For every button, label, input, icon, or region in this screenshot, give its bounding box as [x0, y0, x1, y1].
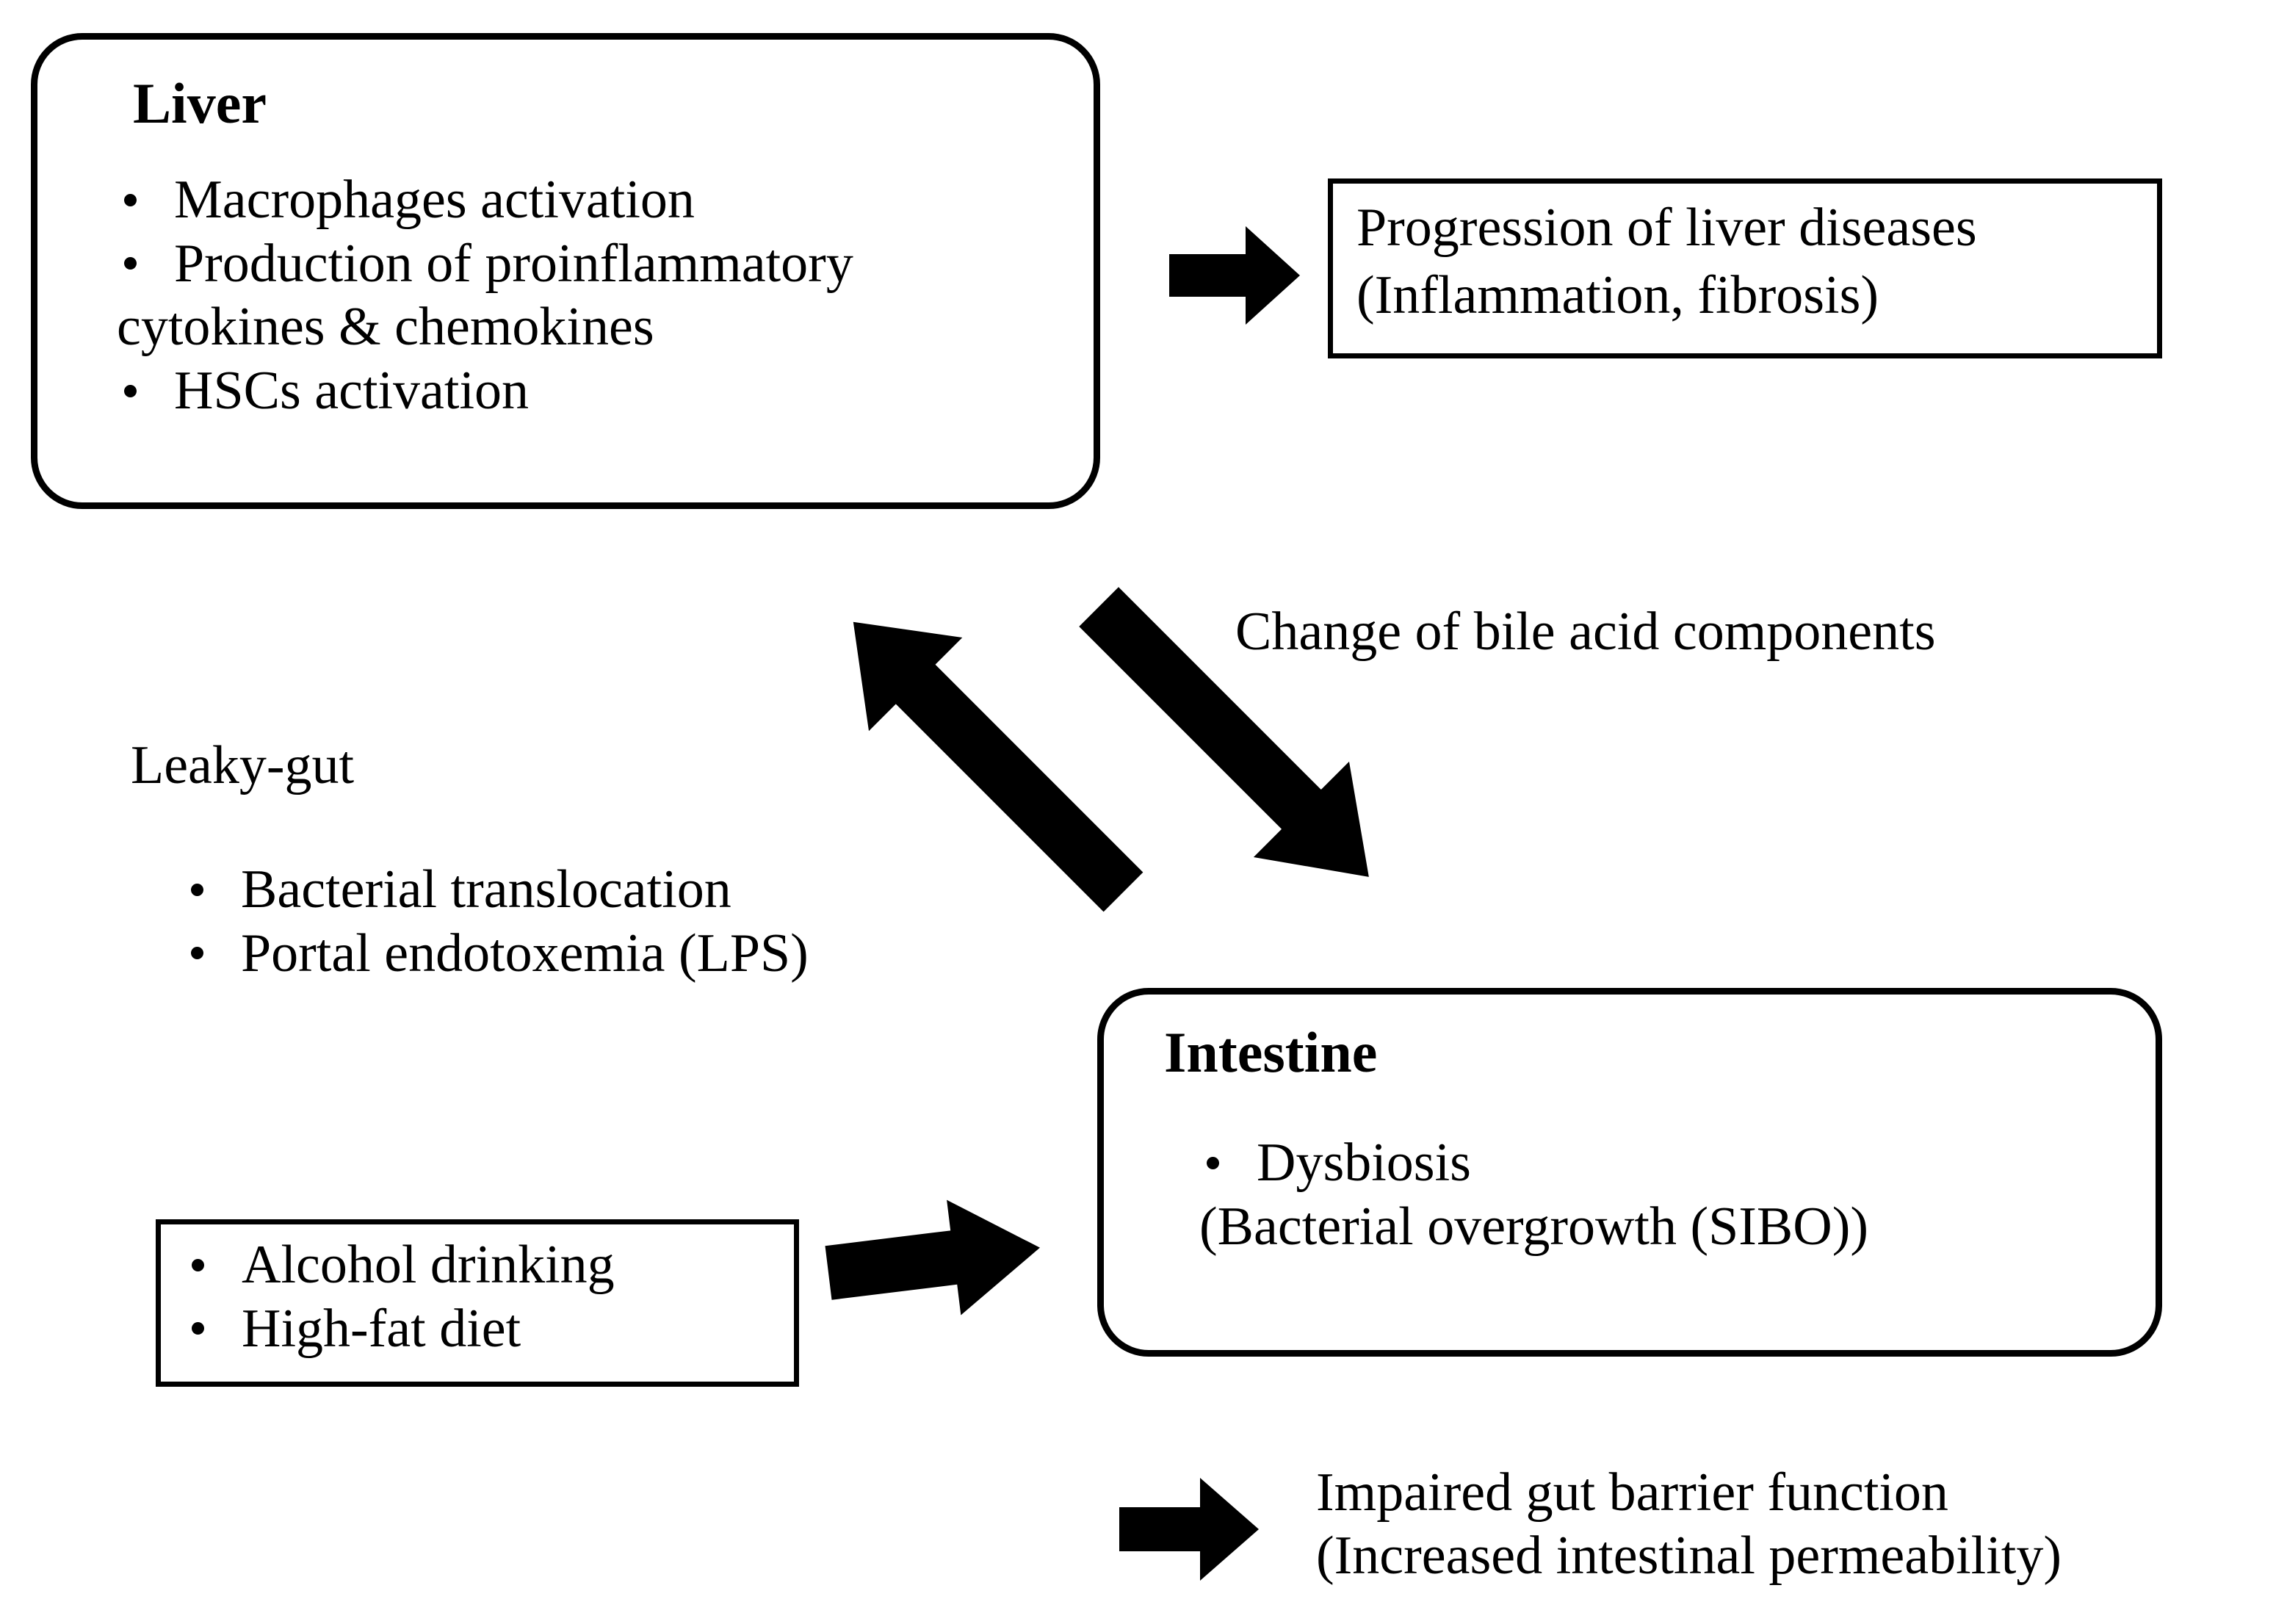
bullet-text: Production of proinflammatory — [174, 233, 853, 294]
bullet-dot-icon — [192, 1258, 204, 1271]
bullet-dot-icon — [191, 883, 203, 896]
arrow-liver-to-progression — [1169, 226, 1300, 325]
liver-box-bullet-list: Macrophages activation Production of pro… — [117, 168, 1072, 422]
bullet-dot-icon — [124, 384, 137, 397]
liver-box-title: Liver — [133, 71, 267, 135]
bullet-text-continuation: cytokines & chemokines — [117, 297, 654, 358]
bullet-dot-icon — [124, 257, 137, 270]
bullet-text: Portal endotoxemia (LPS) — [241, 923, 809, 984]
bile-acid-label: Change of bile acid components — [1235, 602, 1936, 662]
list-item: Bacterial translocation — [184, 858, 991, 922]
arrow-causes-to-intestine — [821, 1185, 1048, 1335]
bullet-text: High-fat diet — [242, 1298, 521, 1359]
gut-barrier-label: Impaired gut barrier function (Increased… — [1316, 1462, 2062, 1588]
bullet-text: Bacterial translocation — [241, 859, 731, 920]
list-item: Production of proinflammatory cytokines … — [117, 232, 1072, 359]
gut-barrier-line-2: (Increased intestinal permeability) — [1316, 1525, 2062, 1586]
leaky-gut-heading: Leaky-gut — [131, 735, 355, 795]
bullet-text: HSCs activation — [174, 360, 530, 421]
list-item: Dysbiosis (Bacterial overgrowth (SIBO)) — [1199, 1131, 2154, 1258]
arrow-intestine-to-gut-barrier — [1119, 1478, 1259, 1581]
bullet-dot-icon — [192, 1322, 204, 1335]
bullet-dot-icon — [124, 193, 137, 206]
progression-line-1: Progression of liver diseases — [1356, 198, 1977, 258]
progression-line-2: (Inflammation, fibrosis) — [1356, 265, 1879, 325]
intestine-box-bullet-list: Dysbiosis (Bacterial overgrowth (SIBO)) — [1199, 1131, 2154, 1258]
causes-box: Alcohol drinking High-fat diet — [156, 1219, 799, 1387]
bullet-dot-icon — [191, 947, 203, 960]
bullet-text: Alcohol drinking — [242, 1235, 615, 1295]
intestine-box: Intestine Dysbiosis (Bacterial overgrowt… — [1097, 988, 2162, 1357]
intestine-box-title: Intestine — [1164, 1020, 1378, 1084]
causes-bullet-list: Alcohol drinking High-fat diet — [184, 1233, 772, 1360]
leaky-gut-bullet-list: Bacterial translocation Portal endotoxem… — [184, 858, 991, 985]
gut-barrier-line-1: Impaired gut barrier function — [1316, 1462, 1948, 1523]
progression-of-liver-diseases-box: Progression of liver diseases (Inflammat… — [1328, 178, 2162, 358]
list-item: HSCs activation — [117, 359, 1072, 423]
bullet-text: Dysbiosis — [1257, 1133, 1471, 1193]
list-item: Portal endotoxemia (LPS) — [184, 922, 991, 986]
list-item: High-fat diet — [184, 1297, 772, 1361]
list-item: Macrophages activation — [117, 168, 1072, 232]
liver-box: Liver Macrophages activation Production … — [31, 33, 1100, 509]
bullet-text-continuation: (Bacterial overgrowth (SIBO)) — [1199, 1196, 1869, 1257]
list-item: Alcohol drinking — [184, 1233, 772, 1297]
arrow-liver-to-intestine — [1036, 544, 1432, 940]
bullet-text: Macrophages activation — [174, 170, 695, 230]
arrow-intestine-to-liver — [793, 562, 1175, 944]
bullet-dot-icon — [1207, 1156, 1219, 1169]
